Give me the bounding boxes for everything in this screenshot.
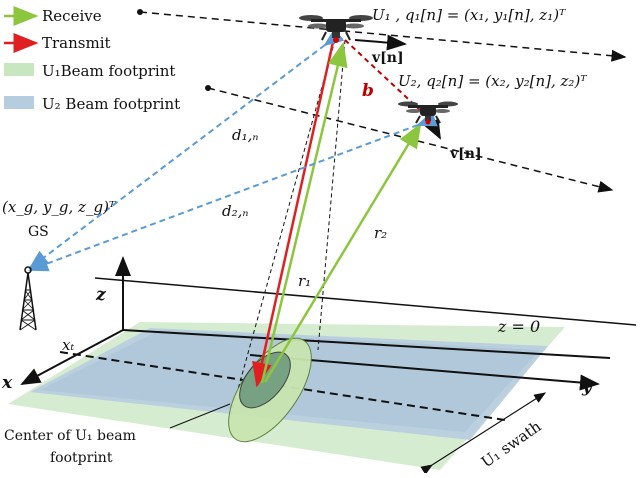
- swath-label: U₁ swath: [478, 417, 545, 471]
- uav-u2-icon: [398, 101, 458, 125]
- legend-transmit-label: Transmit: [42, 34, 111, 52]
- u1-velocity-label: v[n]: [371, 50, 404, 66]
- u2-velocity-arrow: [424, 118, 441, 140]
- r1-label: r₁: [298, 272, 311, 290]
- legend-u1-swatch: [4, 63, 34, 76]
- r2-label: r₂: [374, 224, 387, 242]
- center-label-line1: Center of U₁ beam: [4, 428, 136, 444]
- gs-coordinates-label: (x_g, y_g, z_g)ᵀ: [2, 198, 116, 216]
- uav-u1-icon: [299, 15, 373, 43]
- baseline-b: [344, 39, 421, 111]
- ground-station-tower-icon: [19, 266, 37, 331]
- legend-u1-label: U₁Beam footprint: [42, 62, 175, 80]
- x-axis-line: [20, 329, 124, 385]
- legend-u2-label: U₂ Beam footprint: [42, 95, 180, 113]
- link-d2n: [28, 111, 438, 272]
- x-axis-label: x: [1, 373, 13, 393]
- center-label-leader: [169, 403, 231, 429]
- u1-position-label: U₁ , q₁[n] = (x₁, y₁[n], z₁)ᵀ: [372, 6, 566, 24]
- legend-u2-swatch: [4, 96, 34, 109]
- gs-label: GS: [28, 224, 49, 240]
- u1-trajectory-start: [137, 9, 143, 15]
- z-axis-label: z: [95, 285, 106, 305]
- baseline-b-label: b: [362, 81, 374, 101]
- legend-receive-label: Receive: [42, 7, 102, 25]
- y-axis-label: y: [581, 377, 593, 397]
- center-label-line2: footprint: [50, 450, 113, 466]
- z-zero-label: z = 0: [497, 317, 540, 336]
- u1-velocity-arrow: [354, 34, 407, 51]
- swath-dimension-left: [420, 392, 547, 475]
- xt-label: xₜ: [62, 336, 74, 354]
- legend: Receive Transmit U₁Beam footprint U₂ Bea…: [4, 6, 180, 113]
- u2-position-label: U₂, q₂[n] = (x₂, y₂[n], z₂)ᵀ: [398, 72, 587, 90]
- u2-velocity-label: v[n]: [449, 146, 482, 162]
- u1-trajectory: [139, 11, 627, 62]
- d2n-label: d₂,ₙ: [222, 202, 248, 220]
- ground-back-edge: [122, 329, 611, 359]
- top-plane-edge: [94, 277, 637, 326]
- u2-trajectory-start: [205, 85, 211, 91]
- d1n-label: d₁,ₙ: [232, 126, 258, 144]
